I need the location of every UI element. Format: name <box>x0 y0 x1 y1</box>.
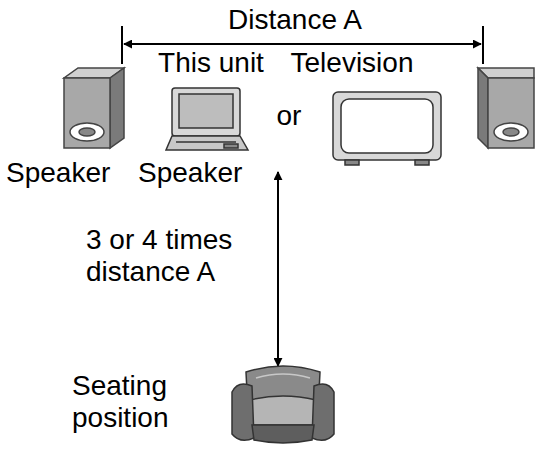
label-text: or <box>268 100 310 132</box>
unit-symbol <box>166 88 248 150</box>
label-text: This unit <box>147 47 275 79</box>
label-text: Distance A <box>215 4 375 36</box>
speaker-symbol <box>478 68 534 148</box>
label-text: Seating position <box>72 370 212 434</box>
television-symbol <box>333 92 441 165</box>
label-text: Television <box>280 47 424 79</box>
chair-symbol <box>232 366 334 443</box>
speaker-symbol <box>64 68 124 148</box>
label-text: Speaker <box>138 157 262 189</box>
label-text: Speaker <box>6 157 130 189</box>
label-text: 3 or 4 times distance A <box>86 224 271 288</box>
dimension-line <box>277 172 279 366</box>
